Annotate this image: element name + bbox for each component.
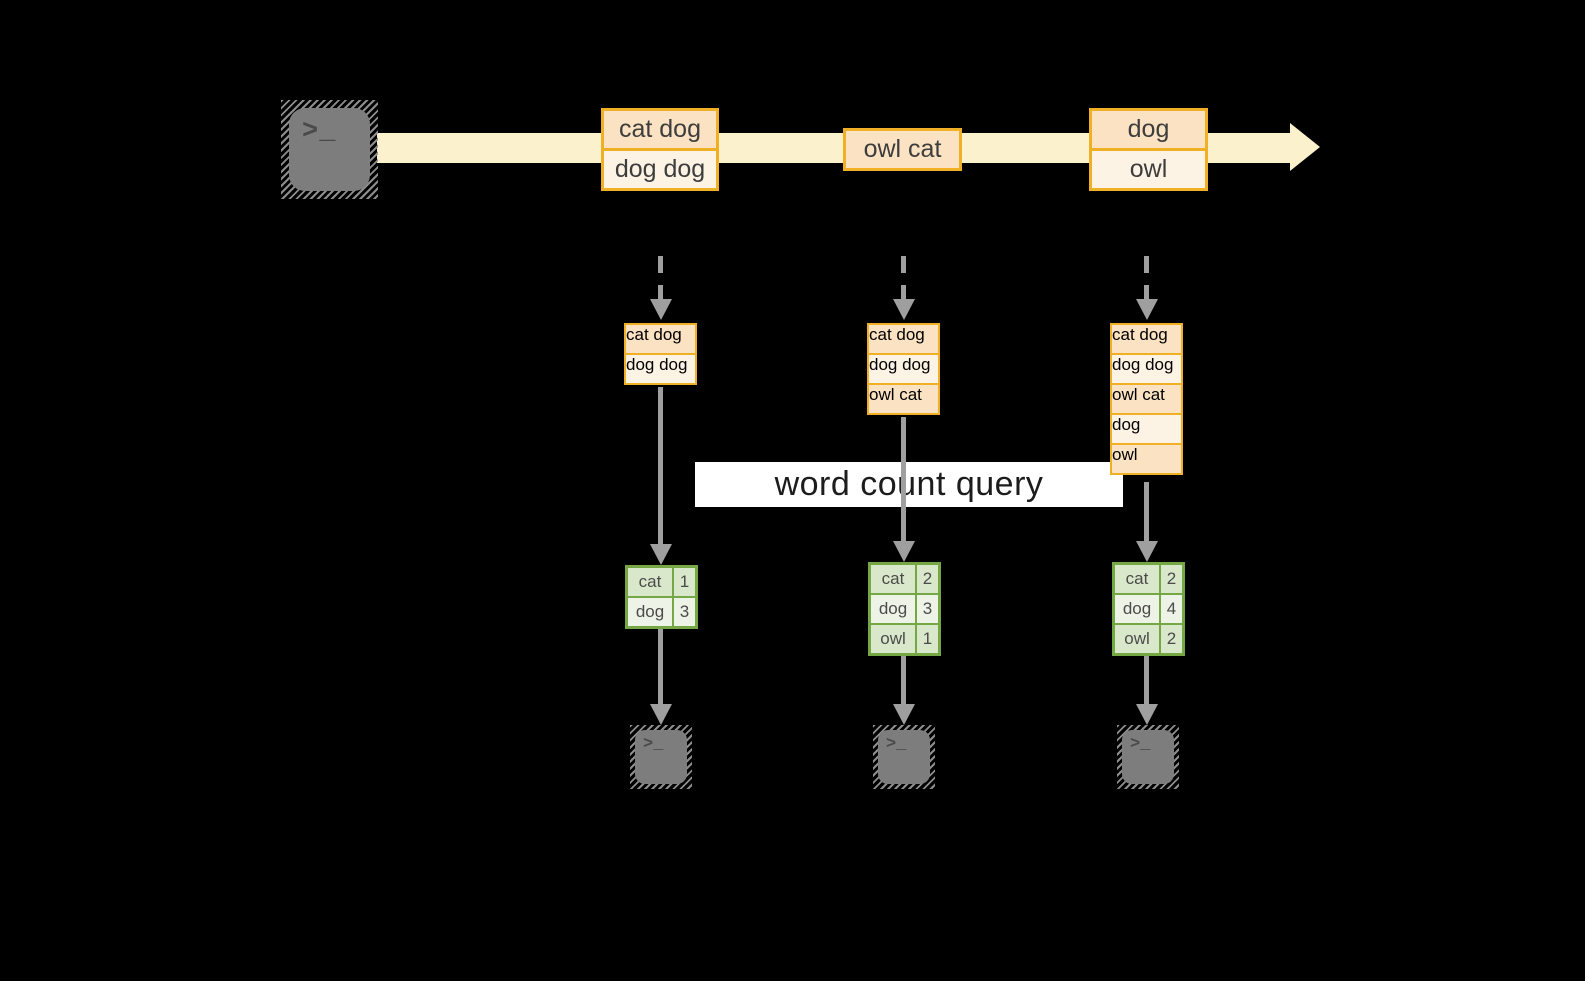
count-value-cell: 2 [1161, 565, 1182, 593]
count-value-cell: 1 [917, 625, 938, 653]
stream-message: dog [1092, 111, 1205, 148]
stream-batch-1: cat dog dog dog [601, 108, 719, 191]
query-arrow-head-1 [650, 544, 672, 565]
stream-batch-3: dog owl [1089, 108, 1208, 191]
query-arrow-head-3 [1136, 541, 1158, 562]
sink-terminal-icon-2: >_ [873, 725, 935, 789]
buffer-stack-1: cat dog dog dog [624, 323, 697, 385]
count-word-cell: dog [871, 595, 915, 623]
buffer-row: dog dog [626, 355, 695, 383]
count-row: dog 4 [1115, 595, 1182, 623]
emit-arrow-head-1 [650, 704, 672, 725]
query-label-band: word count query [695, 462, 1123, 507]
terminal-prompt-glyph: >_ [1130, 735, 1151, 754]
emit-arrow-head-3 [1136, 704, 1158, 725]
count-word-cell: owl [871, 625, 915, 653]
count-word-cell: dog [1115, 595, 1159, 623]
terminal-prompt-glyph: >_ [643, 735, 664, 754]
buffer-row: cat dog [1112, 325, 1181, 353]
count-word-cell: cat [1115, 565, 1159, 593]
count-word-cell: owl [1115, 625, 1159, 653]
buffer-row: dog dog [869, 355, 938, 383]
emit-arrow-line-3 [1144, 656, 1149, 706]
query-arrow-line-2 [901, 417, 906, 542]
buffer-row: owl cat [1112, 385, 1181, 413]
count-table-3: cat 2 dog 4 owl 2 [1112, 562, 1185, 656]
emit-arrow-line-1 [658, 628, 663, 706]
count-value-cell: 4 [1161, 595, 1182, 623]
buffer-row: cat dog [869, 325, 938, 353]
sink-terminal-icon-1: >_ [630, 725, 692, 789]
ingest-arrow-line-1 [658, 256, 663, 300]
stream-timeline-arrowhead-icon [1290, 123, 1320, 171]
buffer-row: cat dog [626, 325, 695, 353]
count-word-cell: cat [871, 565, 915, 593]
ingest-arrow-line-2 [901, 256, 906, 300]
terminal-screen: >_ [635, 730, 687, 784]
count-word-cell: cat [628, 568, 672, 596]
count-value-cell: 2 [917, 565, 938, 593]
source-terminal-icon: >_ [281, 100, 378, 199]
count-table-1: cat 1 dog 3 [625, 565, 698, 629]
query-arrow-head-2 [893, 541, 915, 562]
ingest-arrow-head-3 [1136, 299, 1158, 320]
stream-message: owl cat [846, 131, 959, 168]
sink-terminal-icon-3: >_ [1117, 725, 1179, 789]
stream-message: cat dog [604, 111, 716, 148]
count-table-2: cat 2 dog 3 owl 1 [868, 562, 941, 656]
count-row: cat 2 [871, 565, 938, 593]
count-row: dog 3 [628, 598, 695, 626]
buffer-row: owl [1112, 445, 1181, 473]
query-label: word count query [774, 465, 1044, 503]
emit-arrow-head-2 [893, 704, 915, 725]
terminal-prompt-glyph: >_ [886, 735, 907, 754]
count-row: cat 1 [628, 568, 695, 596]
count-value-cell: 1 [674, 568, 695, 596]
buffer-row: dog dog [1112, 355, 1181, 383]
stream-batch-2: owl cat [843, 128, 962, 171]
buffer-stack-3: cat dog dog dog owl cat dog owl [1110, 323, 1183, 475]
terminal-screen: >_ [878, 730, 930, 784]
ingest-arrow-head-2 [893, 299, 915, 320]
terminal-screen: >_ [289, 108, 370, 191]
buffer-row: owl cat [869, 385, 938, 413]
count-value-cell: 3 [674, 598, 695, 626]
terminal-screen: >_ [1122, 730, 1174, 784]
count-row: owl 2 [1115, 625, 1182, 653]
count-value-cell: 2 [1161, 625, 1182, 653]
buffer-stack-2: cat dog dog dog owl cat [867, 323, 940, 415]
count-row: owl 1 [871, 625, 938, 653]
count-row: cat 2 [1115, 565, 1182, 593]
stream-message: dog dog [604, 151, 716, 188]
count-value-cell: 3 [917, 595, 938, 623]
buffer-row: dog [1112, 415, 1181, 443]
emit-arrow-line-2 [901, 656, 906, 706]
terminal-prompt-glyph: >_ [302, 117, 337, 147]
count-word-cell: dog [628, 598, 672, 626]
query-arrow-line-3 [1144, 482, 1149, 542]
stream-message: owl [1092, 151, 1205, 188]
ingest-arrow-head-1 [650, 299, 672, 320]
count-row: dog 3 [871, 595, 938, 623]
query-arrow-line-1 [658, 387, 663, 545]
ingest-arrow-line-3 [1144, 256, 1149, 300]
